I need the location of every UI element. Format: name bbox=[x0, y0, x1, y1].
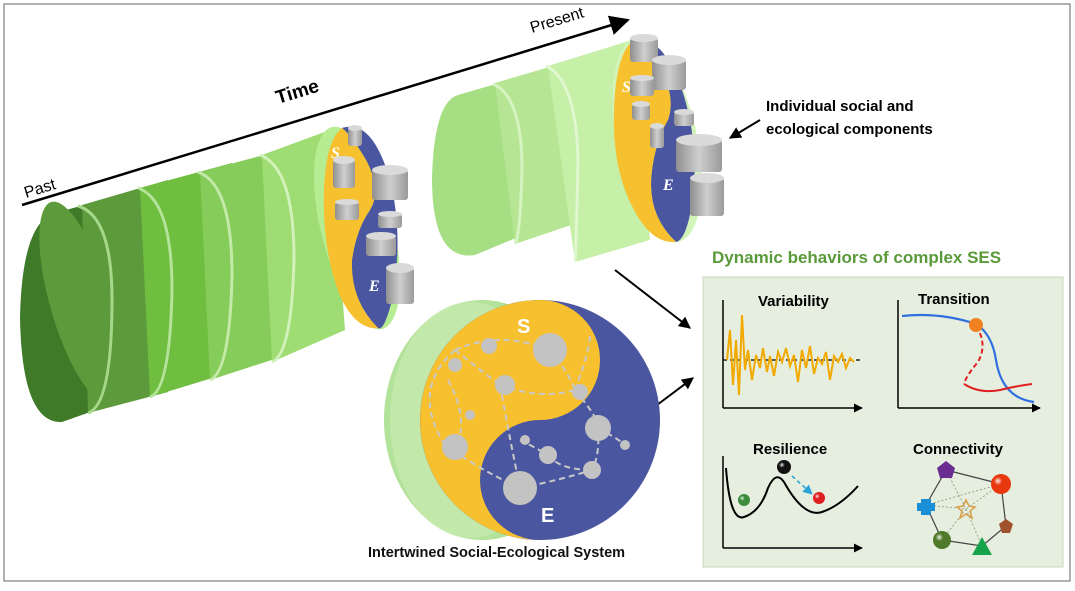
panel-title: Dynamic behaviors of complex SES bbox=[712, 248, 1001, 267]
connectivity-label: Connectivity bbox=[913, 441, 1004, 458]
network-nodes bbox=[442, 333, 630, 505]
tipping-point-marker bbox=[969, 318, 983, 332]
transition-unstable-branch bbox=[963, 325, 984, 385]
yinyang-s-letter: S bbox=[517, 316, 530, 338]
node-triangle-green bbox=[972, 537, 992, 555]
past-face-s-letter: S bbox=[331, 145, 340, 162]
yinyang-caption: Intertwined Social-Ecological System bbox=[368, 545, 625, 561]
frame-border bbox=[3, 3, 1071, 582]
yinyang-e-letter: E bbox=[541, 505, 554, 527]
transition-lower-branch bbox=[963, 383, 1033, 393]
dynamics-panel: Dynamic behaviors of complex SES Variabi… bbox=[702, 248, 1064, 568]
transition-label: Transition bbox=[918, 291, 990, 308]
transition-upper-branch bbox=[901, 313, 1035, 404]
time-arrow-line bbox=[21, 15, 630, 207]
resilience-cell: Resilience bbox=[722, 441, 863, 553]
arrow-yinyang-to-panel bbox=[656, 377, 694, 406]
node-pentagon-purple bbox=[937, 461, 955, 478]
present-cylinder: S E bbox=[432, 34, 724, 263]
variability-label: Variability bbox=[758, 293, 830, 310]
present-label: Present bbox=[528, 4, 586, 36]
node-pentagon-brown bbox=[999, 519, 1013, 533]
arrow-cylinder-to-panel bbox=[614, 269, 691, 329]
transition-cell: Transition bbox=[897, 291, 1041, 413]
present-face-e-letter: E bbox=[662, 177, 674, 194]
node-cross-blue bbox=[917, 499, 935, 515]
resilience-label: Resilience bbox=[753, 441, 827, 458]
variability-cell: Variability bbox=[722, 293, 863, 413]
components-label-line2: ecological components bbox=[766, 121, 933, 138]
components-annotation: Individual social and ecological compone… bbox=[728, 98, 933, 139]
present-component-pegs bbox=[630, 34, 724, 216]
potential-landscape bbox=[725, 467, 859, 519]
yinyang-system: S E Intertwined Social-Ecological System bbox=[368, 300, 660, 561]
components-label-line1: Individual social and bbox=[766, 98, 914, 115]
panel-box bbox=[702, 276, 1064, 568]
past-label: Past bbox=[22, 176, 58, 202]
past-cylinder: S E bbox=[20, 125, 414, 423]
present-face-s-letter: S bbox=[622, 79, 631, 96]
node-star-gold bbox=[955, 498, 977, 520]
past-face-e-letter: E bbox=[368, 278, 380, 295]
time-label: Time bbox=[273, 76, 321, 109]
variability-series bbox=[726, 314, 855, 396]
past-component-pegs bbox=[333, 125, 414, 304]
connectivity-cell: Connectivity bbox=[913, 441, 1013, 555]
